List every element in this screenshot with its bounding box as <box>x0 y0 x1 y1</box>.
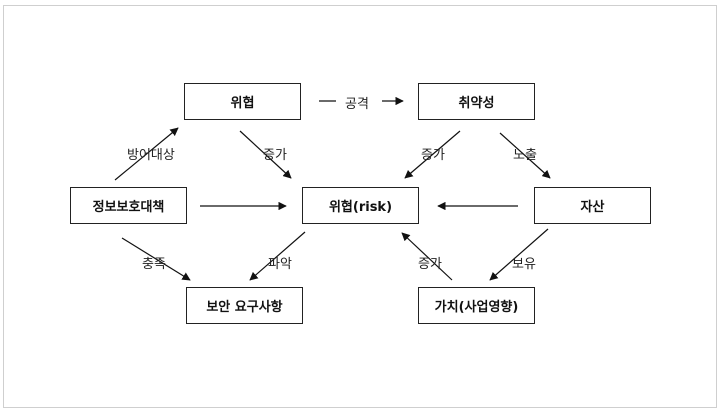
label-satisfy: 충족 <box>142 257 166 272</box>
edge-vuln-risk <box>404 130 461 179</box>
node-vulnerability: 취약성 <box>418 83 535 120</box>
edge-exposure <box>499 132 551 179</box>
node-risk: 위협(risk) <box>302 187 419 224</box>
edge-value-risk <box>401 232 453 281</box>
node-security-requirement: 보안 요구사항 <box>186 287 303 324</box>
edge-defense-target <box>114 127 179 181</box>
label-attack: 공격 <box>345 97 369 112</box>
node-threat: 위협 <box>184 83 301 120</box>
node-countermeasure: 정보보호대책 <box>70 187 187 224</box>
label-possess: 보유 <box>512 257 536 272</box>
node-asset: 자산 <box>534 187 651 224</box>
label-defense-target: 방어대상 <box>127 148 175 163</box>
label-grasp: 파악 <box>268 257 292 272</box>
label-increase-threat-risk: 증가 <box>263 148 287 163</box>
label-increase-vuln-risk: 증가 <box>421 148 445 163</box>
edge-grasp <box>249 231 306 281</box>
label-exposure: 노출 <box>513 148 537 163</box>
label-increase-value-risk: 증가 <box>418 257 442 272</box>
node-value: 가치(사업영향) <box>418 287 535 324</box>
diagram-frame <box>3 5 717 408</box>
edge-possess <box>489 228 549 281</box>
edge-satisfy <box>121 237 191 281</box>
edge-threat-risk <box>239 130 292 179</box>
